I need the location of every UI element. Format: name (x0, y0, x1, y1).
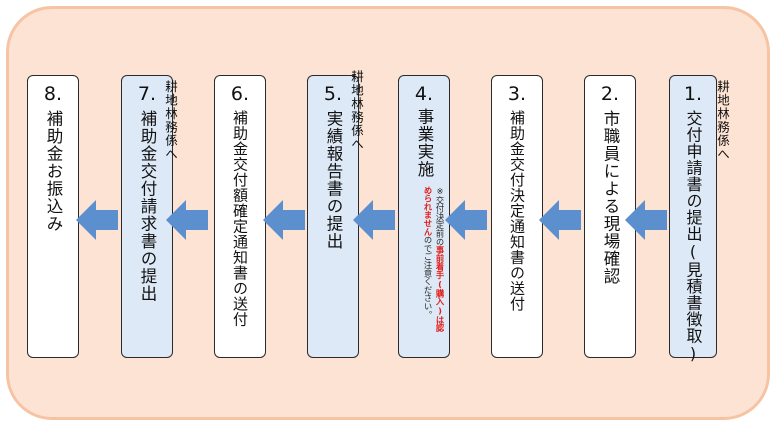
left-arrow-icon (539, 200, 581, 240)
left-arrow-icon (263, 200, 305, 240)
caution-warning-2: められません (423, 186, 433, 236)
step-7-label: 補助金交付請求書の提出 (138, 110, 157, 303)
step-1-box: 1. 交付申請書の提出(見積書徴取) (669, 75, 717, 364)
left-arrow-icon (445, 200, 487, 240)
left-arrow-icon (166, 200, 208, 240)
step-5-note: 耕地林務係へ (349, 70, 364, 151)
left-arrow-icon (353, 200, 395, 240)
left-arrow-icon (76, 200, 118, 240)
caution-text-2: のでご注意ください。 (423, 235, 433, 319)
step-4-caution: ※交付決定前の事前着手(購入)は認 められませんのでご注意ください。 (417, 186, 445, 356)
step-4-number: 4. (414, 83, 434, 105)
step-6-label: 補助金交付額確定通知書の送付 (231, 110, 249, 327)
step-1-label: 交付申請書の提出(見積書徴取) (683, 110, 703, 364)
step-3-number: 3. (507, 83, 527, 105)
step-7-note: 耕地林務係へ (163, 80, 178, 161)
step-6-number: 6. (230, 83, 250, 105)
step-3-label: 補助金交付決定通知書の送付 (508, 110, 526, 312)
step-8-box: 8. 補助金お振込み (27, 75, 79, 358)
step-8-label: 補助金お振込み (44, 110, 63, 233)
caution-col-1: ※交付決定前の事前着手(購入)は認 (433, 186, 445, 356)
caution-col-2: められませんのでご注意ください。 (421, 186, 433, 356)
step-4-label: 事業実施 (415, 108, 434, 178)
step-5-box: 5. 実績報告書の提出 (307, 75, 359, 358)
step-3-box: 3. 補助金交付決定通知書の送付 (491, 75, 543, 358)
step-2-box: 2. 市職員による現場確認 (584, 75, 636, 358)
step-7-box: 7. 補助金交付請求書の提出 (121, 75, 173, 358)
step-8-number: 8. (43, 83, 63, 105)
step-1-number: 1. (683, 83, 703, 105)
step-7-number: 7. (137, 83, 157, 105)
step-2-label: 市職員による現場確認 (601, 110, 620, 285)
step-5-label: 実績報告書の提出 (324, 110, 343, 250)
step-2-number: 2. (600, 83, 620, 105)
caution-warning-1: 事前着手(購入)は認 (435, 245, 445, 333)
step-6-box: 6. 補助金交付額確定通知書の送付 (214, 75, 266, 358)
left-arrow-icon (625, 200, 667, 240)
step-5-number: 5. (323, 83, 343, 105)
caution-text-1: ※交付決定前の (435, 186, 445, 246)
step-1-note: 耕地林務係へ (715, 80, 730, 161)
